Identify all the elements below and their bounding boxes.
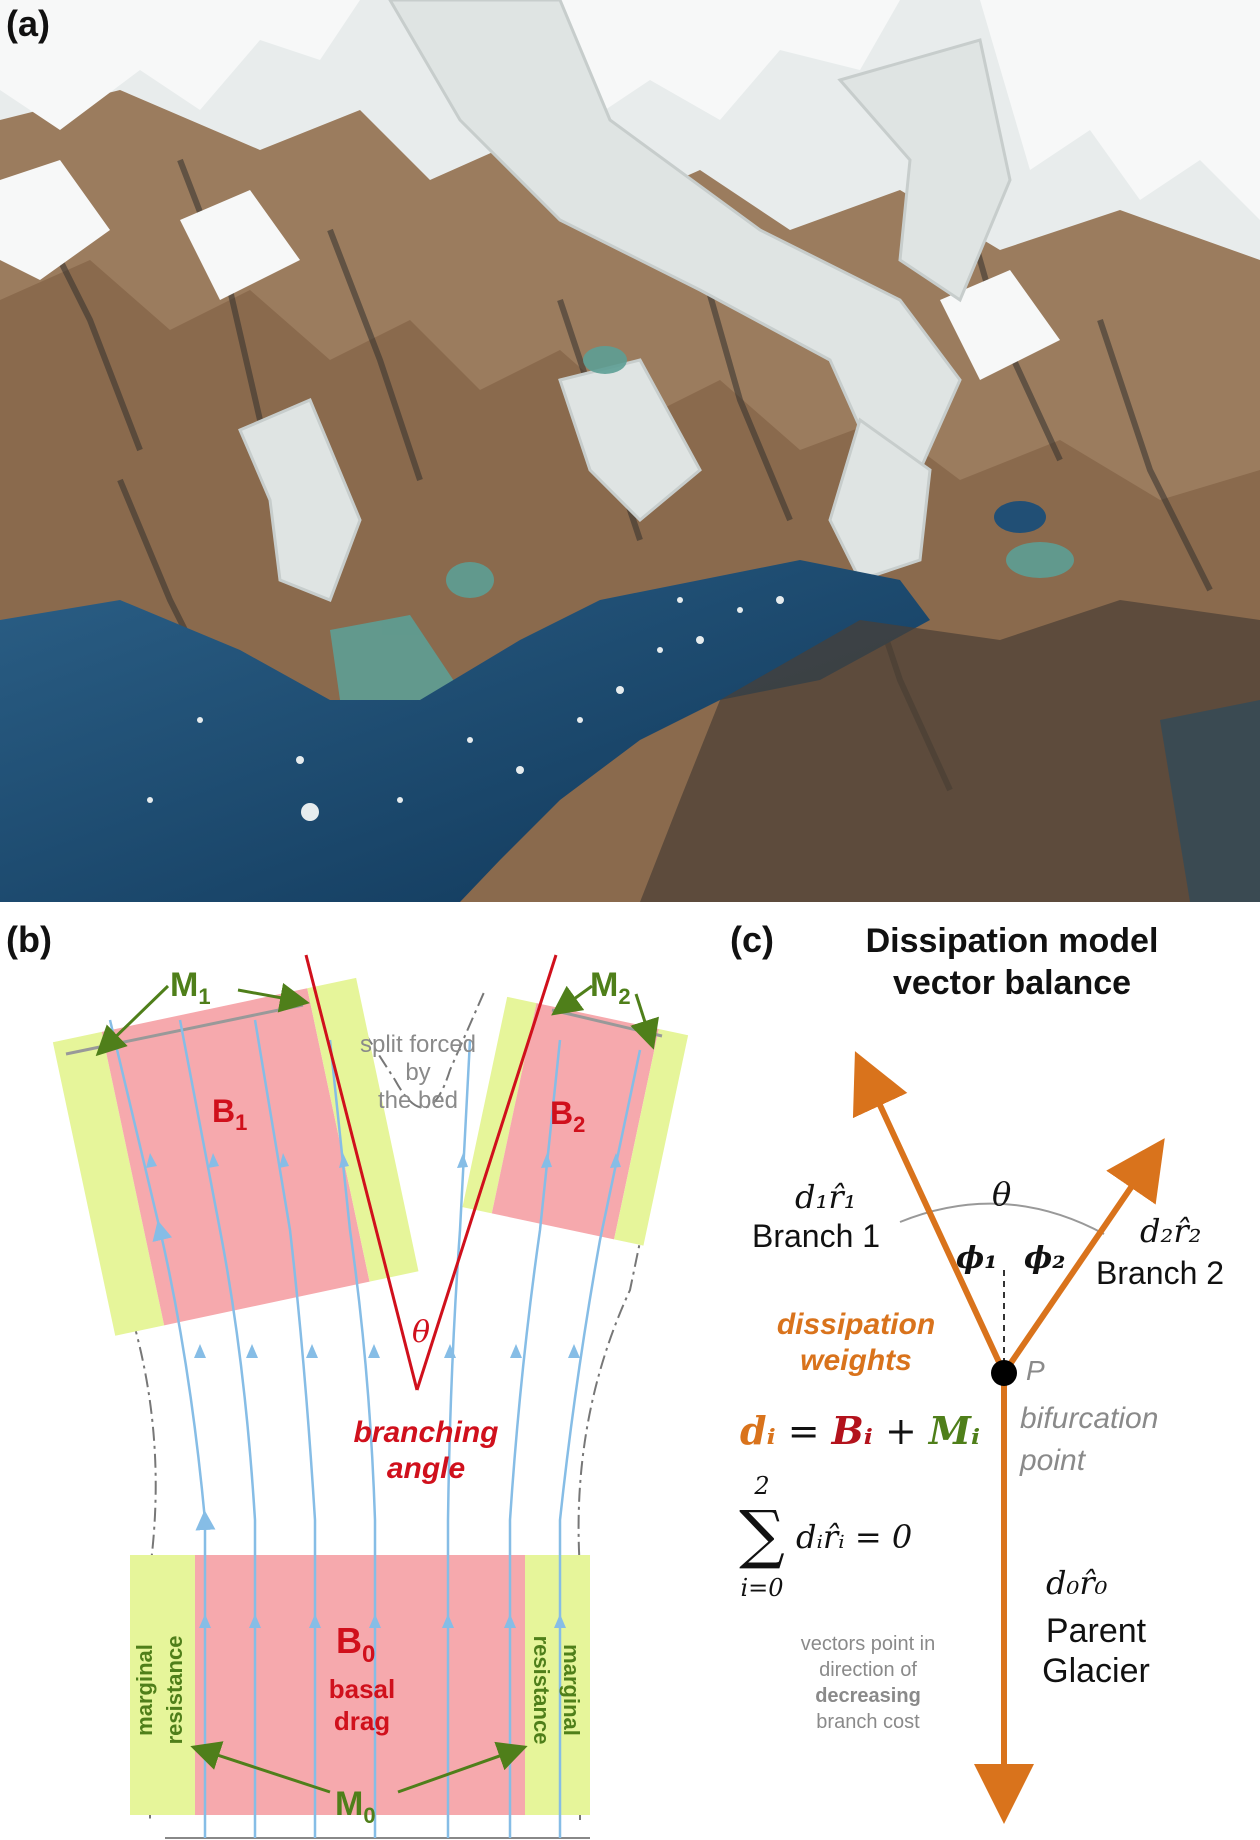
m0-label: M0 [335, 1785, 376, 1828]
vector-branch-2 [1001, 1138, 1165, 1375]
marginal-left: marginal [132, 1644, 157, 1736]
parent-glacier-1: Parent [1046, 1612, 1147, 1650]
branching-angle-label-2: angle [387, 1452, 465, 1485]
panel-c-title-1: Dissipation model [866, 922, 1159, 960]
theta-label-b: θ [412, 1315, 430, 1350]
b2-label: B2 [550, 1095, 585, 1137]
theta-label-c: θ [992, 1175, 1011, 1213]
vector-diagram [852, 1051, 1165, 1824]
marginal-right: marginal [559, 1644, 584, 1736]
svg-text:direction of: direction of [819, 1659, 917, 1681]
sum-body: dᵢr̂ᵢ = 0 [796, 1518, 912, 1556]
b0-label: B0 [336, 1620, 375, 1668]
glacier-outline-split [349, 989, 486, 1109]
phi2-label: ϕ₂ [1024, 1241, 1065, 1276]
sum-symbol: ∑ [739, 1498, 785, 1572]
m1-label: M1 [170, 966, 211, 1009]
b1-label: B1 [212, 1093, 247, 1135]
sum-lower: i=0 [740, 1574, 783, 1602]
d1r1-label: d₁r̂₁ [795, 1178, 856, 1216]
split-text-3: the bed [378, 1087, 458, 1114]
svg-text:decreasing: decreasing [815, 1685, 921, 1707]
branching-angle-label-1: branching [353, 1416, 498, 1449]
branch-2-region [462, 996, 689, 1246]
branch-2-label: Branch 2 [1096, 1255, 1224, 1291]
split-text-1: split forced [360, 1031, 476, 1058]
resistance-left: resistance [162, 1636, 187, 1745]
phi1-label: ϕ₁ [956, 1241, 997, 1276]
d0r0-label: d₀r̂₀ [1046, 1564, 1108, 1602]
satellite-image [0, 0, 1260, 902]
d2r2-label: d₂r̂₂ [1140, 1212, 1201, 1250]
svg-text:branch cost: branch cost [816, 1711, 920, 1733]
panel-c-title-2: vector balance [893, 964, 1131, 1002]
parent-region [130, 1555, 590, 1815]
basal-drag-label-2: drag [334, 1706, 390, 1736]
branching-angle-lines [304, 954, 558, 1391]
dissipation-weights-1: dissipation [777, 1308, 935, 1341]
bifurcation-point-marker [991, 1360, 1017, 1386]
split-text-2: by [405, 1059, 430, 1086]
basal-drag-label-1: basal [329, 1674, 396, 1704]
panel-a-label: (a) [6, 3, 50, 44]
sum-upper: 2 [753, 1472, 769, 1500]
dissipation-equation: dᵢ = Bᵢ + Mᵢ [740, 1408, 980, 1453]
bifurcation-point-1: bifurcation [1020, 1402, 1158, 1435]
vectors-note: vectors point in direction of decreasing… [801, 1633, 936, 1733]
glacier-outline-right [577, 1067, 677, 1820]
dissipation-weights-2: weights [800, 1344, 912, 1377]
resistance-right: resistance [529, 1636, 554, 1745]
panel-c-label: (c) [730, 919, 774, 960]
panel-b-schematic: θ branching angle split forced by the be… [52, 954, 689, 1839]
vector-branch-1 [852, 1051, 1007, 1375]
p-label: P [1026, 1355, 1045, 1386]
parent-glacier-2: Glacier [1042, 1652, 1150, 1690]
svg-text:vectors point in: vectors point in [801, 1633, 936, 1655]
m2-label: M2 [590, 966, 631, 1009]
branch-1-label: Branch 1 [752, 1218, 880, 1254]
panel-b-label: (b) [6, 919, 52, 960]
flowlines [108, 1019, 642, 1838]
bifurcation-point-2: point [1019, 1444, 1087, 1477]
